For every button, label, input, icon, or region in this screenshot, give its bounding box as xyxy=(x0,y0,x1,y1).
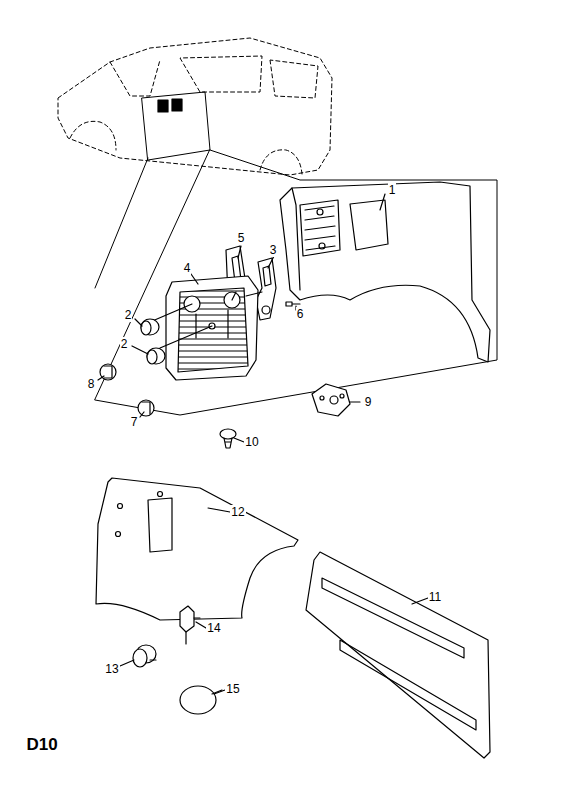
callout-number: 2 xyxy=(120,337,129,351)
callout-number: 3 xyxy=(269,243,278,257)
callout-number: 9 xyxy=(364,395,373,409)
callout-number: 5 xyxy=(237,231,246,245)
callout-number: 2 xyxy=(124,308,133,322)
callout-number: 12 xyxy=(230,505,245,519)
page-code: D10 xyxy=(25,735,58,754)
car-outline xyxy=(58,38,332,175)
callout-number: 13 xyxy=(104,662,119,676)
callout-number: 15 xyxy=(225,682,240,696)
callout-number: 11 xyxy=(428,590,442,604)
callout-number: 6 xyxy=(296,307,305,321)
callout-number: 1 xyxy=(388,183,397,197)
callout-number: 4 xyxy=(183,261,192,275)
callout-number: 14 xyxy=(206,621,221,635)
callout-number: 8 xyxy=(87,377,96,391)
callout-number: 10 xyxy=(244,435,259,449)
callout-number: 7 xyxy=(130,415,139,429)
